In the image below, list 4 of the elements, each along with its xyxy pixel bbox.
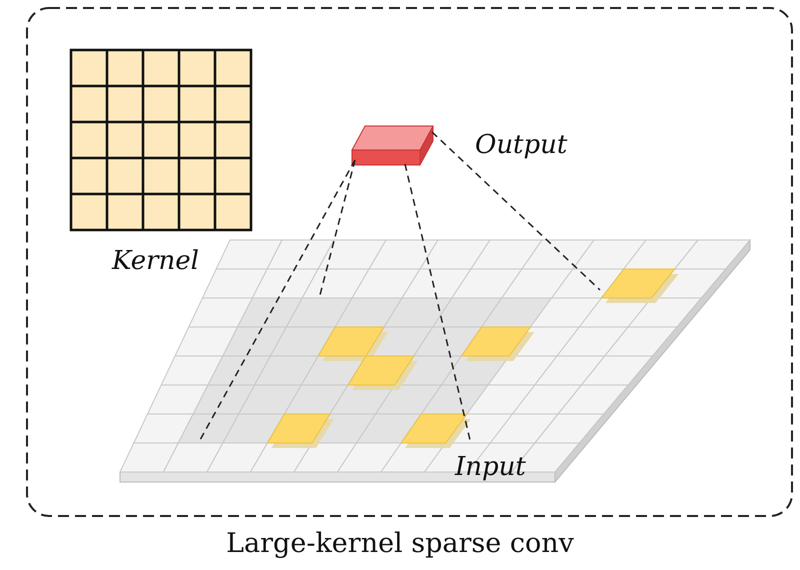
- caption: Large-kernel sparse conv: [226, 528, 574, 559]
- label-text: Input: [455, 452, 526, 482]
- label-text: Output: [475, 130, 568, 160]
- label-text: Kernel: [112, 246, 199, 276]
